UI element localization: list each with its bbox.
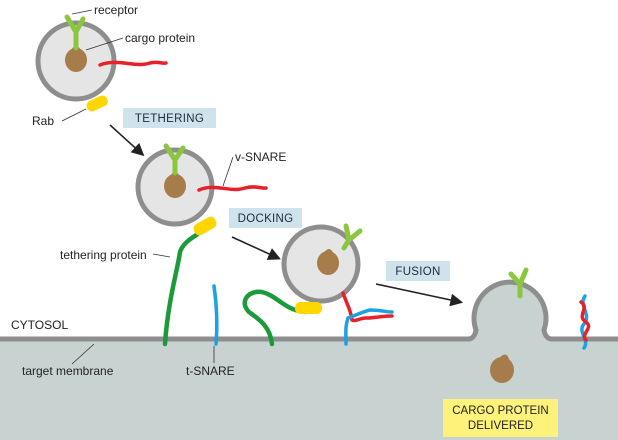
svg-text:CARGO PROTEIN: CARGO PROTEIN (452, 405, 548, 417)
label-rab: Rab (32, 114, 54, 128)
receptor-3 (341, 223, 363, 251)
v-snare-2 (197, 185, 268, 192)
receptor-1 (64, 14, 86, 51)
arrow-fusion (375, 283, 464, 307)
vesicle-1 (35, 14, 168, 112)
svg-text:DELIVERED: DELIVERED (468, 420, 533, 432)
label-receptor: receptor (94, 3, 138, 17)
label-cargo-protein: cargo protein (125, 31, 195, 45)
fused-vesicle (490, 267, 529, 383)
label-target-membrane: target membrane (22, 364, 114, 378)
tethering-protein-1 (162, 225, 209, 347)
leader-lines (61, 9, 234, 365)
tethering-protein-2 (242, 289, 308, 347)
step-tethering: TETHERING (123, 108, 216, 128)
vesicle-3 (242, 223, 394, 347)
receptor-4 (508, 267, 529, 299)
target-membrane-line (0, 279, 618, 342)
cargo-protein-3 (317, 249, 339, 275)
vesicle-2 (135, 143, 268, 347)
result-box: CARGO PROTEIN DELIVERED (443, 399, 558, 437)
v-snare-1 (98, 60, 168, 67)
svg-text:DOCKING: DOCKING (238, 213, 294, 225)
svg-text:FUSION: FUSION (395, 266, 440, 278)
t-snare-1 (212, 284, 219, 346)
v-snare-3 (341, 291, 394, 323)
label-v-snare: v-SNARE (235, 150, 286, 164)
arrow-docking (231, 236, 281, 260)
cargo-protein-delivered (490, 354, 514, 383)
rab-1 (86, 95, 108, 112)
label-t-snare: t-SNARE (186, 364, 235, 378)
snare-complex (579, 294, 591, 350)
label-tethering-protein: tethering protein (60, 248, 147, 262)
arrow-tethering (109, 124, 145, 157)
rab-3 (295, 302, 322, 314)
rab-2 (193, 216, 217, 236)
svg-text:TETHERING: TETHERING (135, 113, 204, 125)
step-fusion: FUSION (386, 261, 450, 281)
label-cytosol: CYTOSOL (11, 318, 68, 332)
receptor-2 (163, 143, 186, 176)
step-docking: DOCKING (229, 208, 302, 228)
t-snare-2 (344, 308, 394, 346)
